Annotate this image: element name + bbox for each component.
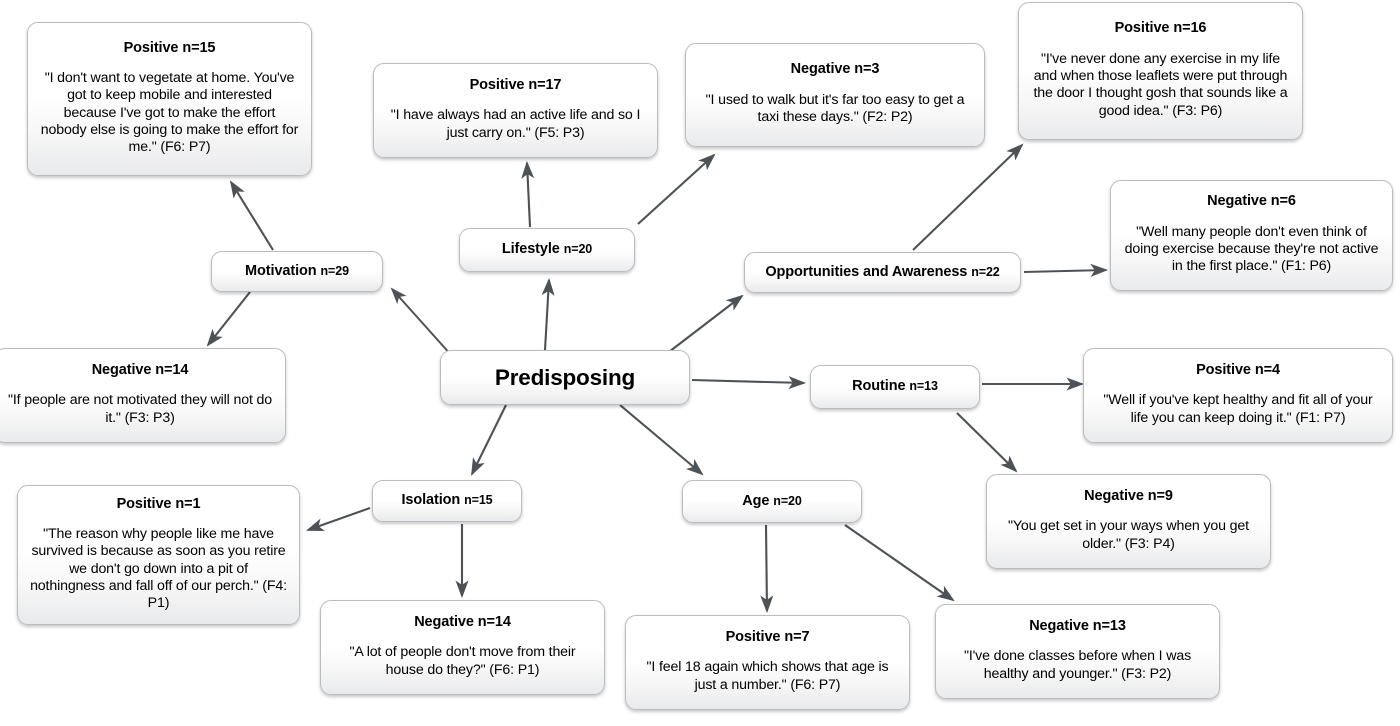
node-label: Predisposing bbox=[494, 365, 636, 390]
quote-text: "A lot of people don't move from their h… bbox=[349, 644, 576, 678]
node-label: Routine n=13 bbox=[852, 378, 938, 395]
quote-title: Negative n=6 bbox=[1207, 193, 1296, 210]
quote-title: Negative n=13 bbox=[1029, 617, 1126, 634]
edge-isolation-positive bbox=[306, 507, 371, 531]
node-motivation[interactable]: Motivation n=29 bbox=[211, 251, 383, 292]
node-age-negative[interactable]: Negative n=13 "I've done classes before … bbox=[935, 604, 1220, 699]
node-label: Lifestyle n=20 bbox=[501, 241, 593, 258]
quote-title: Negative n=14 bbox=[414, 613, 511, 630]
edge-opportunities-positive bbox=[912, 143, 1024, 251]
edge-lifestyle-positive bbox=[521, 160, 535, 228]
node-routine-negative[interactable]: Negative n=9 "You get set in your ways w… bbox=[986, 474, 1271, 569]
node-age-positive[interactable]: Positive n=7 "I feel 18 again which show… bbox=[625, 615, 910, 710]
node-motivation-positive[interactable]: Positive n=15 "I don't want to vegetate … bbox=[27, 22, 312, 176]
node-label: Opportunities and Awareness n=22 bbox=[765, 263, 1000, 280]
quote-title: Negative n=14 bbox=[91, 361, 189, 378]
node-motivation-negative[interactable]: Negative n=14 "If people are not motivat… bbox=[0, 348, 286, 443]
node-opportunities-negative[interactable]: Negative n=6 "Well many people don't eve… bbox=[1110, 180, 1393, 291]
edge-motivation-positive bbox=[229, 180, 274, 251]
node-label: Age n=20 bbox=[742, 492, 802, 509]
quote-text: "I've never done any exercise in my life… bbox=[1033, 50, 1288, 119]
quote-title: Positive n=16 bbox=[1114, 20, 1207, 37]
edge-routine-negative bbox=[956, 412, 1018, 473]
edge-predisposing-routine bbox=[691, 376, 807, 390]
quote-title: Negative n=9 bbox=[1084, 487, 1173, 504]
edge-predisposing-age bbox=[619, 404, 704, 476]
node-lifestyle-negative[interactable]: Negative n=3 "I used to walk but it's fa… bbox=[685, 43, 985, 147]
edge-predisposing-isolation bbox=[471, 404, 507, 476]
node-isolation[interactable]: Isolation n=15 bbox=[372, 480, 522, 522]
quote-title: Positive n=15 bbox=[123, 39, 216, 56]
node-predisposing[interactable]: Predisposing bbox=[440, 350, 690, 405]
quote-text: "Well if you've kept healthy and fit all… bbox=[1103, 392, 1373, 426]
quote-text: "The reason why people like me have surv… bbox=[30, 525, 287, 612]
node-opportunities-and-awareness[interactable]: Opportunities and Awareness n=22 bbox=[744, 252, 1021, 293]
quote-text: "Well many people don't even think of do… bbox=[1124, 223, 1379, 275]
node-label: Isolation n=15 bbox=[401, 492, 493, 509]
node-routine-positive[interactable]: Positive n=4 "Well if you've kept health… bbox=[1083, 348, 1393, 443]
quote-text: "If people are not motivated they will n… bbox=[7, 392, 273, 426]
node-lifestyle[interactable]: Lifestyle n=20 bbox=[459, 228, 635, 272]
edge-predisposing-lifestyle bbox=[541, 277, 555, 351]
quote-title: Positive n=1 bbox=[116, 495, 201, 512]
edge-motivation-negative bbox=[206, 291, 251, 347]
quote-text: "I used to walk but it's far too easy to… bbox=[705, 91, 965, 126]
quote-title: Positive n=17 bbox=[469, 76, 562, 93]
quote-text: "I've done classes before when I was hea… bbox=[963, 648, 1192, 682]
quote-text: "I feel 18 again which shows that age is… bbox=[646, 659, 889, 693]
node-lifestyle-positive[interactable]: Positive n=17 "I have always had an acti… bbox=[373, 63, 658, 158]
node-isolation-negative[interactable]: Negative n=14 "A lot of people don't mov… bbox=[320, 600, 605, 695]
edge-age-positive bbox=[760, 524, 774, 614]
node-age[interactable]: Age n=20 bbox=[682, 480, 862, 523]
quote-text: "I don't want to vegetate at home. You'v… bbox=[40, 69, 299, 156]
node-routine[interactable]: Routine n=13 bbox=[810, 365, 980, 409]
node-opportunities-positive[interactable]: Positive n=16 "I've never done any exerc… bbox=[1018, 2, 1303, 140]
quote-title: Positive n=7 bbox=[725, 628, 810, 645]
edge-age-negative bbox=[844, 524, 955, 602]
node-isolation-positive[interactable]: Positive n=1 "The reason why people like… bbox=[17, 485, 300, 625]
edge-predisposing-motivation bbox=[390, 287, 453, 357]
edge-lifestyle-negative bbox=[637, 153, 716, 225]
node-label: Motivation n=29 bbox=[245, 262, 349, 279]
quote-text: "I have always had an active life and so… bbox=[390, 107, 641, 141]
edge-opportunities-negative bbox=[1023, 263, 1109, 277]
quote-title: Negative n=3 bbox=[790, 61, 880, 78]
edge-predisposing-opportunities bbox=[664, 294, 744, 356]
quote-title: Positive n=4 bbox=[1196, 361, 1280, 378]
quote-text: "You get set in your ways when you get o… bbox=[1008, 518, 1249, 552]
